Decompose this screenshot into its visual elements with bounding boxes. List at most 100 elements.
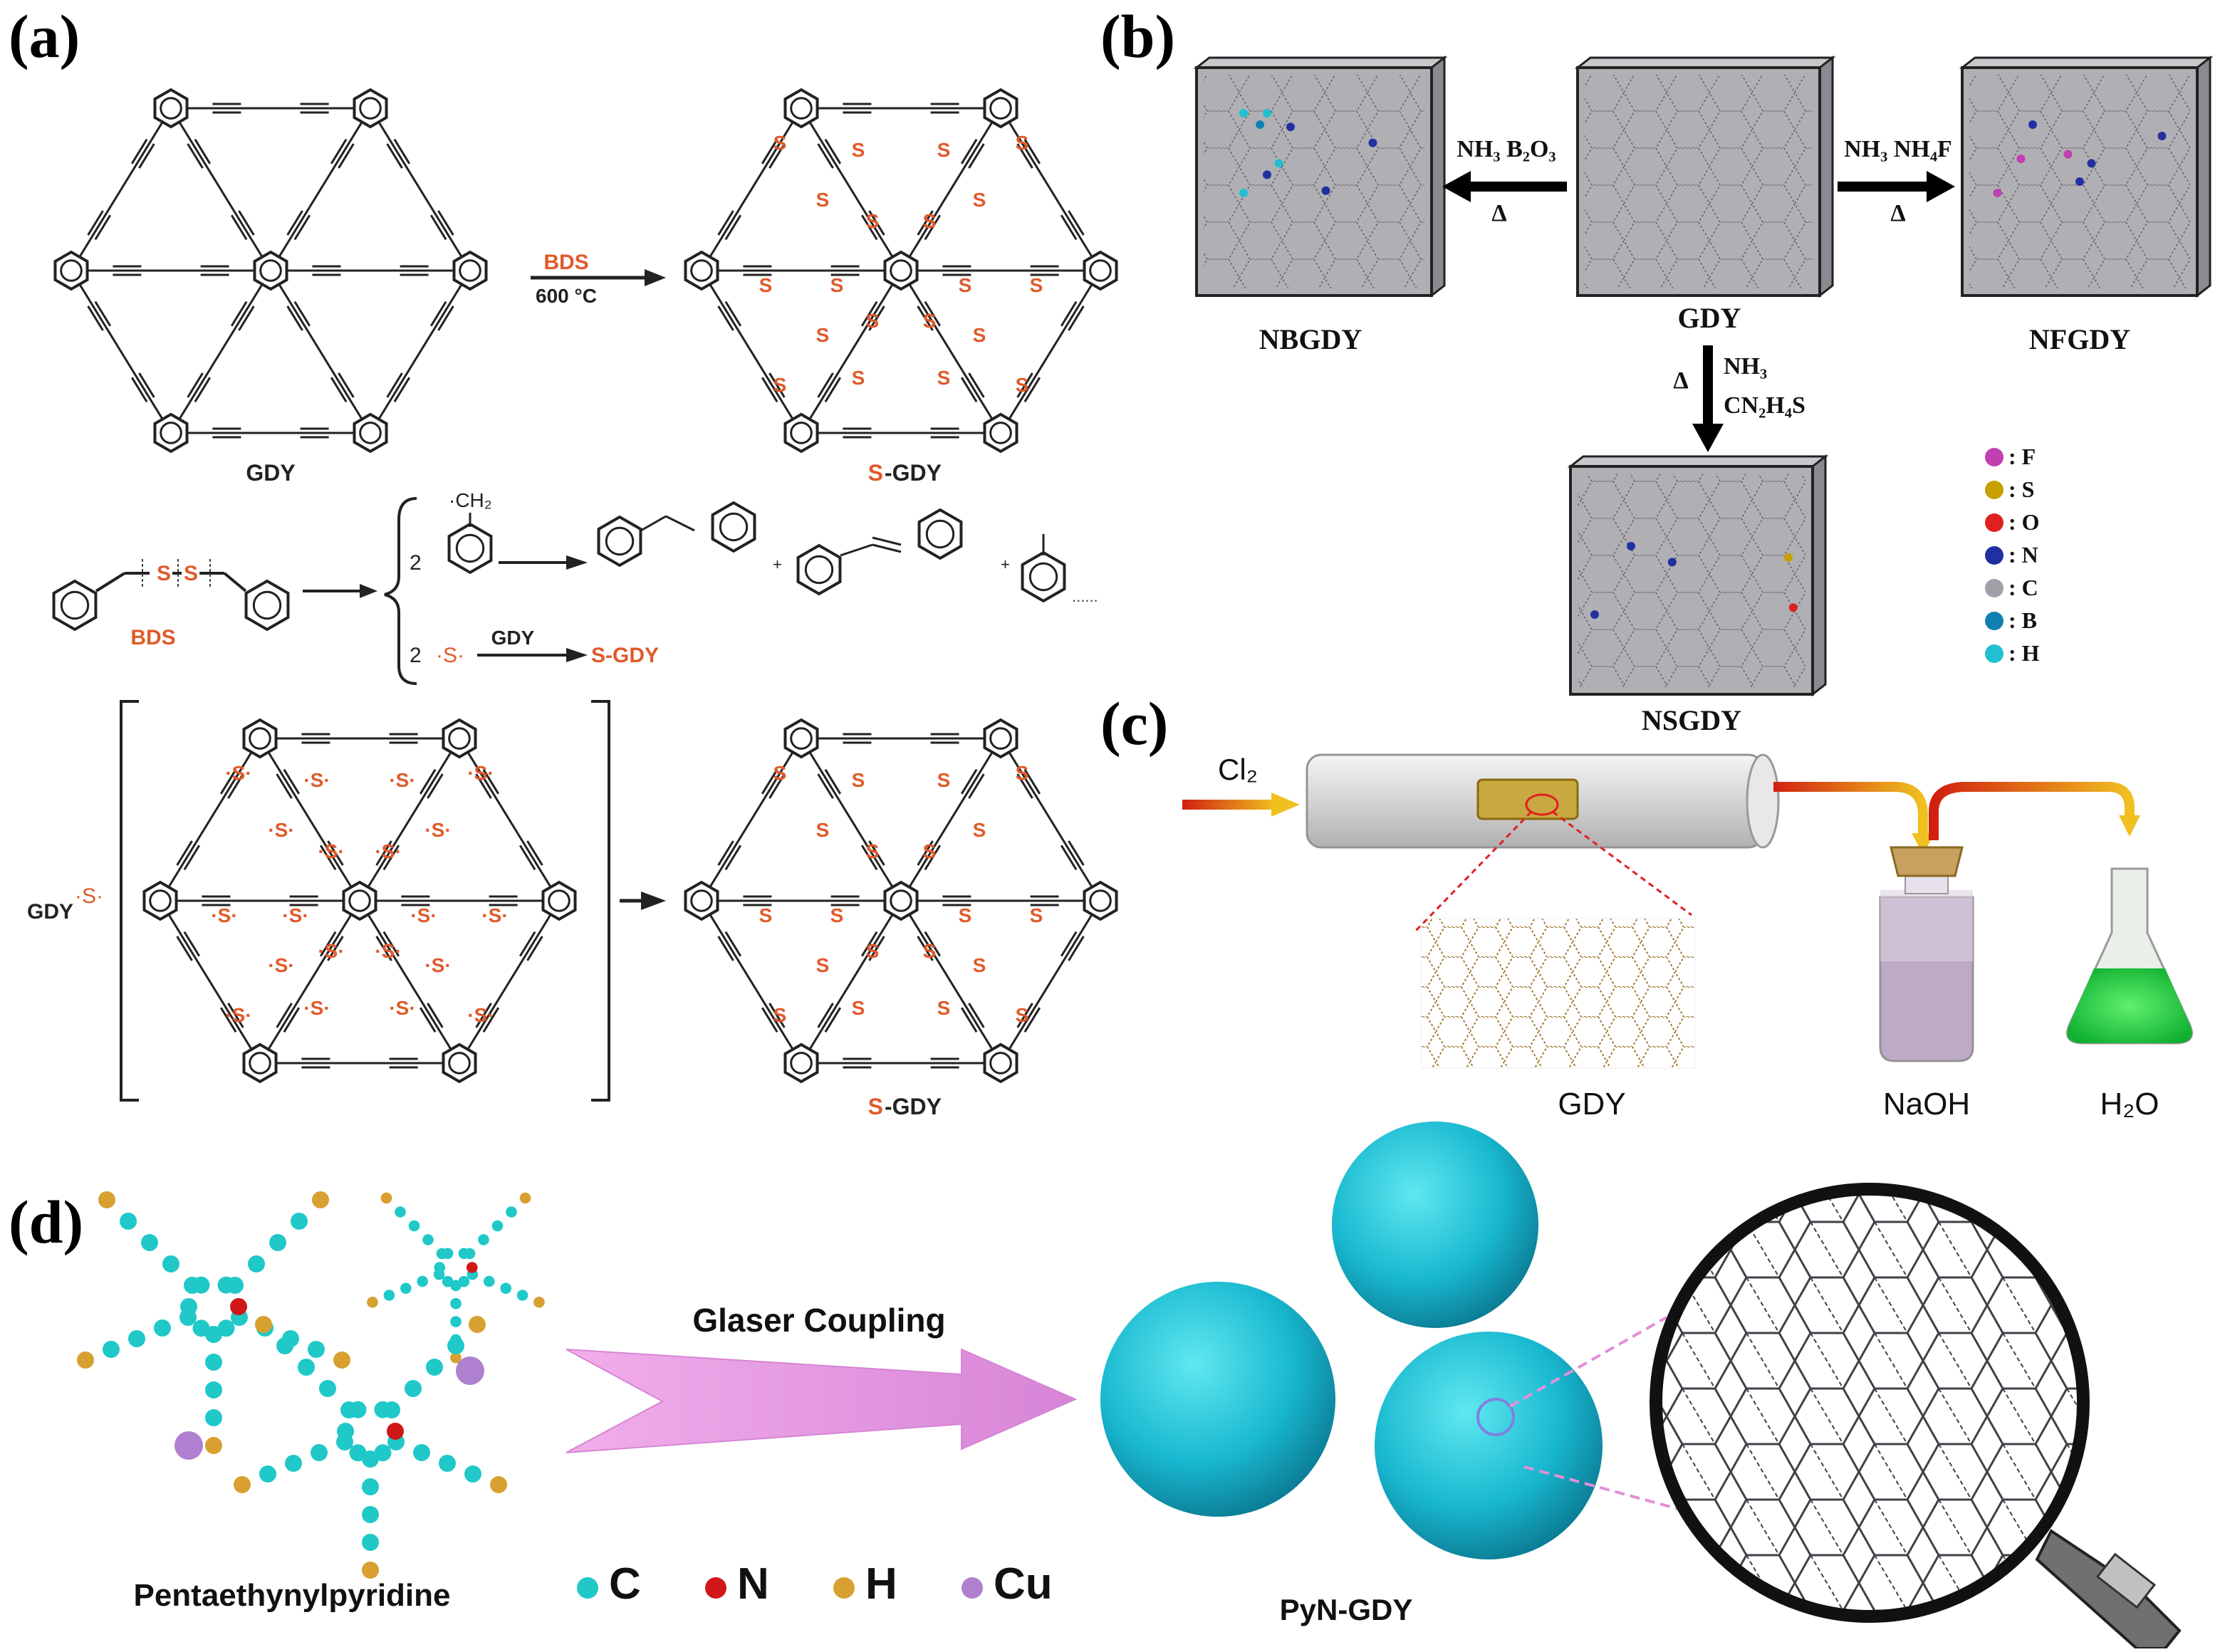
s-atom: S bbox=[1016, 132, 1029, 154]
dopant-atom bbox=[1263, 170, 1271, 179]
box-bottom-label: NSGDY bbox=[1642, 704, 1741, 736]
s-atom: S bbox=[973, 819, 986, 841]
s-atom: S bbox=[973, 324, 986, 346]
right-reagents: NH₃ NH₄F bbox=[1844, 136, 1952, 162]
s-gdy-label-rest: -GDY bbox=[885, 460, 942, 486]
benzene-ring bbox=[684, 250, 719, 291]
s-atom: S bbox=[852, 769, 865, 791]
legend-atom-label: : F bbox=[2008, 444, 2036, 469]
dopant-atom bbox=[1788, 603, 1798, 612]
ch2-radical: ·CH₂ bbox=[449, 489, 492, 511]
dopant-atom bbox=[1274, 159, 1283, 168]
s-gdy-label-top: S -GDY bbox=[868, 460, 942, 486]
bds-s1: S bbox=[157, 562, 171, 585]
naoh-bottle bbox=[1879, 846, 1974, 1062]
down-reagent-2: CN₂H₄S bbox=[1724, 392, 1805, 419]
quartz-tube bbox=[1306, 753, 1780, 849]
legend-d-atom-label: Cu bbox=[994, 1559, 1053, 1609]
dopant-atom bbox=[2028, 120, 2037, 129]
box-center-label: GDY bbox=[1678, 302, 1741, 334]
s-atom: ·S· bbox=[467, 762, 494, 784]
benzene-ring bbox=[53, 250, 89, 291]
benzene-ring bbox=[783, 412, 819, 454]
s-atom: ·S· bbox=[225, 762, 251, 784]
s-atom: S bbox=[866, 310, 880, 332]
s-atom: S bbox=[773, 132, 787, 154]
box-right-label: NFGDY bbox=[2029, 323, 2130, 355]
s-atom: S bbox=[852, 139, 865, 161]
benzene-ring bbox=[883, 880, 919, 921]
benzene-ring bbox=[541, 880, 577, 921]
benzene-ring bbox=[52, 579, 98, 632]
legend-atom-label: : H bbox=[2008, 640, 2040, 666]
benzene-ring bbox=[983, 412, 1018, 454]
h2o-label: H₂O bbox=[2100, 1087, 2159, 1122]
s-atom: S bbox=[923, 940, 937, 962]
legend-atom-icon bbox=[1985, 579, 2003, 597]
plus-2: + bbox=[1001, 555, 1010, 573]
s-atom: S bbox=[816, 954, 830, 976]
s-gdy-bottom-rest: -GDY bbox=[885, 1094, 942, 1119]
s-gdy-label-bottom: S -GDY bbox=[868, 1094, 942, 1119]
cu-atom-1 bbox=[456, 1356, 484, 1385]
benzene-ring bbox=[983, 88, 1018, 129]
s-atom: S bbox=[923, 310, 937, 332]
dopant-atom bbox=[1239, 189, 1248, 197]
bds-s2: S bbox=[184, 562, 198, 585]
radical-arrow bbox=[620, 892, 666, 910]
benzene-ring bbox=[783, 718, 819, 759]
panel-a-label: (a) bbox=[9, 2, 80, 70]
benzene-ring bbox=[1083, 250, 1118, 291]
legend-atom-icon bbox=[1985, 481, 2003, 499]
legend-atom-icon bbox=[1985, 448, 2003, 466]
panel-d-label: (d) bbox=[9, 1188, 83, 1256]
box-nbgdy bbox=[1193, 55, 1448, 298]
outlet-pipe bbox=[1773, 782, 2140, 854]
naoh-label: NaOH bbox=[1883, 1087, 1970, 1122]
legend-d-atom-icon bbox=[962, 1577, 983, 1599]
s-atom: S bbox=[959, 904, 972, 926]
arrow-to-nsgdy: NH₃ CN₂H₄S Δ bbox=[1673, 345, 1805, 452]
s-atom: ·S· bbox=[225, 1004, 251, 1026]
brace bbox=[384, 497, 417, 685]
s-atom: S bbox=[959, 274, 972, 296]
s-atom: S bbox=[866, 940, 880, 962]
atom-legend: : F: S: O: N: C: B: H bbox=[1985, 444, 2040, 666]
s-atom: S bbox=[866, 840, 880, 862]
benzene-ring bbox=[783, 88, 819, 129]
benzene-ring bbox=[684, 880, 719, 921]
s-atom: S bbox=[923, 840, 937, 862]
branch-2: 2 ·S· GDY S-GDY bbox=[410, 627, 659, 667]
product-label: PyN-GDY bbox=[1280, 1593, 1413, 1626]
dopant-atom bbox=[1286, 122, 1295, 132]
benzene-ring bbox=[442, 1042, 477, 1084]
s-atom: ·S· bbox=[318, 840, 344, 862]
gdy-lattice bbox=[1420, 918, 1696, 1069]
box-gdy bbox=[1574, 55, 1836, 298]
s-atom: S bbox=[759, 274, 773, 296]
s-atom: S bbox=[1016, 374, 1029, 396]
gdy-s-left-s: ·S· bbox=[75, 884, 103, 908]
s-atom: S bbox=[937, 769, 951, 791]
box-nsgdy bbox=[1567, 454, 1829, 697]
s-atom: S bbox=[923, 210, 937, 232]
s-atom: S bbox=[773, 762, 787, 784]
s-atom: S bbox=[973, 954, 986, 976]
legend-atom-icon bbox=[1985, 612, 2003, 630]
benzene-ring bbox=[442, 718, 477, 759]
s-atom: S bbox=[816, 819, 830, 841]
benzene-ring bbox=[783, 1042, 819, 1084]
benzene-ring bbox=[153, 412, 189, 454]
s-atom: ·S· bbox=[282, 904, 308, 926]
s-atom: S bbox=[866, 210, 880, 232]
ellipsis: ...... bbox=[1072, 587, 1098, 605]
dopant-atom bbox=[1321, 186, 1330, 195]
dopant-atom bbox=[2016, 155, 2026, 163]
dopant-atom bbox=[2075, 177, 2084, 186]
dopant-atom bbox=[2157, 132, 2167, 140]
legend-d-atom-label: N bbox=[737, 1559, 769, 1609]
dopant-atom bbox=[1784, 553, 1793, 562]
box-nfgdy bbox=[1959, 55, 2214, 298]
